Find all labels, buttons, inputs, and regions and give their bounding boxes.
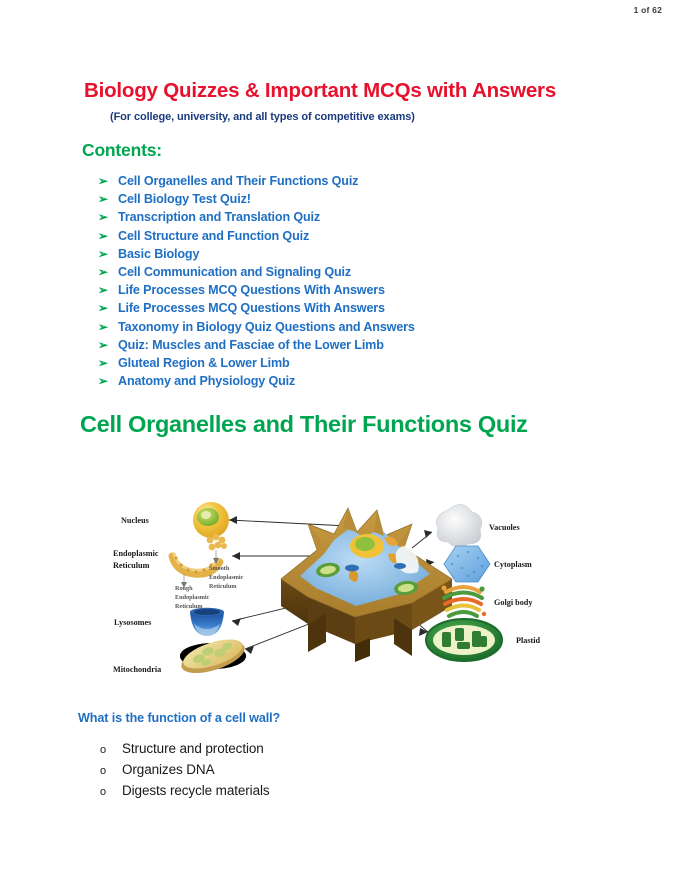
quiz-options: o Structure and protection o Organizes D… [100, 738, 270, 801]
circle-bullet-icon: o [100, 744, 107, 756]
toc-link[interactable]: Basic Biology [118, 246, 200, 261]
list-item[interactable]: o Digests recycle materials [100, 780, 270, 801]
plant-cell-body [280, 507, 453, 662]
toc-link[interactable]: Cell Biology Test Quiz! [118, 192, 251, 207]
toc-link[interactable]: Cell Structure and Function Quiz [118, 228, 310, 243]
organelle-golgi-body [441, 585, 487, 618]
contents-heading: Contents: [82, 140, 162, 160]
list-item[interactable]: ➢ Quiz: Muscles and Fasciae of the Lower… [98, 336, 415, 354]
arrow-bullet-icon: ➢ [98, 355, 109, 370]
arrow-bullet-icon: ➢ [98, 210, 109, 225]
list-item[interactable]: ➢ Taxonomy in Biology Quiz Questions and… [98, 318, 415, 336]
toc-link[interactable]: Life Processes MCQ Questions With Answer… [118, 301, 385, 316]
circle-bullet-icon: o [100, 765, 107, 777]
list-item[interactable]: ➢ Gluteal Region & Lower Limb [98, 354, 415, 372]
organelle-nucleus [193, 502, 229, 538]
arrow-bullet-icon: ➢ [98, 174, 109, 188]
figure-label-plastid: Plastid [516, 636, 541, 645]
toc-link[interactable]: Cell Organelles and Their Functions Quiz [118, 174, 359, 188]
quiz-question: What is the function of a cell wall? [78, 711, 281, 725]
list-item[interactable]: ➢ Transcription and Translation Quiz [98, 208, 415, 226]
arrow-bullet-icon: ➢ [98, 246, 109, 261]
list-item[interactable]: ➢ Cell Communication and Signaling Quiz [98, 263, 415, 281]
list-item[interactable]: o Structure and protection [100, 738, 270, 759]
list-item[interactable]: o Organizes DNA [100, 759, 270, 780]
figure-label-rough-er-line1: Rough [175, 585, 193, 592]
quiz-option-label[interactable]: Structure and protection [122, 741, 264, 756]
figure-label-lysosomes: Lysosomes [114, 618, 151, 627]
arrow-bullet-icon: ➢ [98, 283, 109, 298]
section-heading: Cell Organelles and Their Functions Quiz [80, 411, 528, 437]
arrow-bullet-icon: ➢ [98, 264, 109, 279]
figure-label-golgi-body: Golgi body [494, 598, 533, 607]
list-item[interactable]: ➢ Cell Organelles and Their Functions Qu… [98, 172, 415, 190]
figure-label-vacuoles: Vacuoles [489, 523, 520, 532]
toc-link[interactable]: Quiz: Muscles and Fasciae of the Lower L… [118, 337, 384, 352]
figure-label-rough-er-line2: Endoplasmic [175, 594, 210, 601]
quiz-option-label[interactable]: Digests recycle materials [122, 783, 270, 798]
figure-label-smooth-er-line2: Endoplasmic [209, 574, 244, 581]
list-item[interactable]: ➢ Life Processes MCQ Questions With Answ… [98, 281, 415, 299]
organelle-endoplasmic-reticulum [168, 533, 227, 588]
circle-bullet-icon: o [100, 786, 107, 798]
organelle-plastid [425, 618, 503, 662]
list-item[interactable]: ➢ Cell Biology Test Quiz! [98, 190, 415, 208]
table-of-contents: ➢ Cell Organelles and Their Functions Qu… [98, 172, 415, 390]
document-subtitle: (For college, university, and all types … [110, 111, 415, 123]
figure-label-smooth-er-line1: Smooth [209, 565, 230, 572]
toc-link[interactable]: Taxonomy in Biology Quiz Questions and A… [118, 319, 415, 334]
toc-link[interactable]: Transcription and Translation Quiz [118, 210, 321, 225]
arrow-bullet-icon: ➢ [98, 228, 109, 243]
page-counter: 1 of 62 [633, 5, 662, 15]
quiz-option-label[interactable]: Organizes DNA [122, 762, 215, 777]
list-item[interactable]: ➢ Anatomy and Physiology Quiz [98, 372, 415, 390]
figure-label-smooth-er-line3: Reticulum [209, 583, 237, 590]
arrow-bullet-icon: ➢ [98, 192, 109, 207]
organelle-mitochondria [180, 639, 246, 674]
toc-link[interactable]: Gluteal Region & Lower Limb [118, 355, 290, 370]
list-item[interactable]: ➢ Cell Structure and Function Quiz [98, 227, 415, 245]
toc-link[interactable]: Cell Communication and Signaling Quiz [118, 264, 352, 279]
figure-label-nucleus: Nucleus [121, 516, 149, 525]
plant-cell-diagram: Nucleus [112, 484, 558, 684]
organelle-lysosomes [190, 607, 224, 636]
figure-label-rough-er-line3: Reticulum [175, 603, 203, 610]
document-title: Biology Quizzes & Important MCQs with An… [84, 79, 557, 102]
figure-label-er-line2: Reticulum [113, 561, 150, 570]
figure-label-mitochondria: Mitochondria [113, 665, 161, 674]
arrow-bullet-icon: ➢ [98, 319, 109, 334]
arrow-bullet-icon: ➢ [98, 374, 109, 389]
list-item[interactable]: ➢ Basic Biology [98, 245, 415, 263]
organelle-vacuoles [436, 504, 483, 548]
arrow-bullet-icon: ➢ [98, 301, 109, 316]
toc-link[interactable]: Life Processes MCQ Questions With Answer… [118, 283, 385, 298]
organelle-cytoplasm [443, 545, 491, 583]
toc-link[interactable]: Anatomy and Physiology Quiz [118, 374, 296, 389]
figure-label-cytoplasm: Cytoplasm [494, 560, 532, 569]
figure-label-er-line1: Endoplasmic [113, 549, 159, 558]
list-item[interactable]: ➢ Life Processes MCQ Questions With Answ… [98, 299, 415, 317]
arrow-bullet-icon: ➢ [98, 337, 109, 352]
